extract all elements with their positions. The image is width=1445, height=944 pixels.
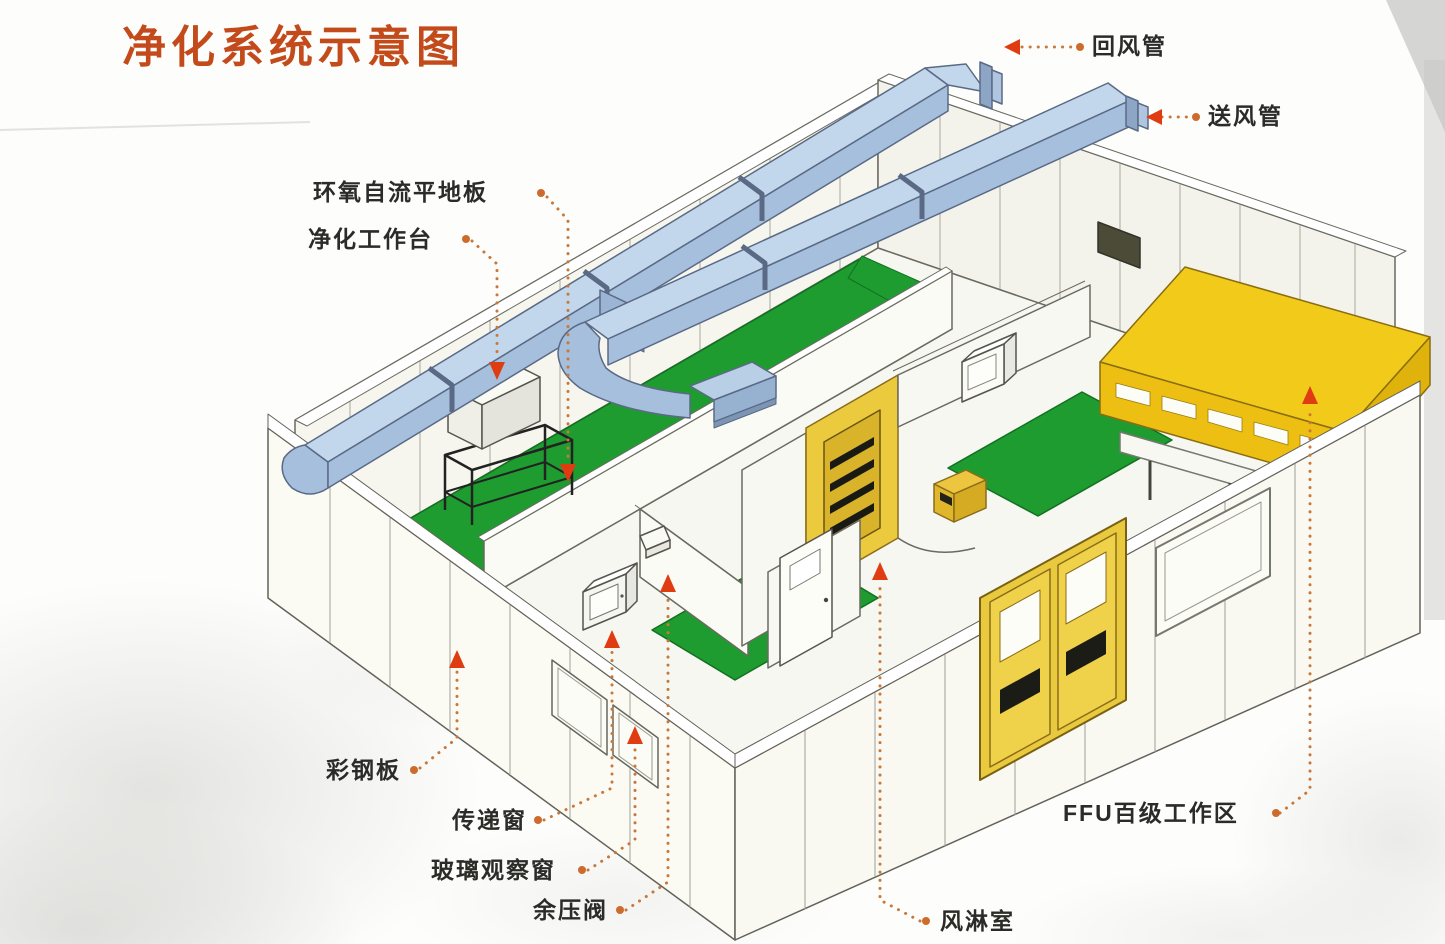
transfer-window-panel	[551, 659, 608, 756]
pressure-valve-box	[639, 525, 671, 559]
label-pressure-relief-valve: 余压阀	[533, 897, 608, 923]
back-wall-vent	[1097, 221, 1141, 269]
yellow-cabinet	[933, 469, 987, 523]
ffu-unit-right	[961, 332, 1017, 403]
ceiling-diffuser	[689, 361, 777, 429]
interior-door	[767, 519, 861, 669]
front-right-wall	[734, 380, 1421, 941]
air-shower-doors	[979, 517, 1127, 781]
pointer-arrows	[449, 39, 1318, 744]
label-epoxy-floor: 环氧自流平地板	[313, 179, 488, 205]
building	[267, 61, 1431, 941]
ffu-unit-front	[582, 562, 638, 631]
observation-window-panel	[612, 704, 659, 789]
supply-duct	[557, 82, 1149, 429]
label-dots	[410, 43, 1280, 925]
label-return-duct: 回风管	[1092, 33, 1167, 59]
side-wall-window	[1155, 487, 1271, 637]
label-transfer-window: 传递窗	[452, 807, 527, 833]
label-color-steel-panel: 彩钢板	[326, 757, 401, 783]
diagram-title: 净化系统示意图	[122, 23, 465, 72]
return-duct	[281, 61, 1003, 495]
label-glass-observation-window: 玻璃观察窗	[431, 857, 556, 883]
label-clean-workbench: 净化工作台	[308, 226, 433, 252]
label-supply-duct: 送风管	[1208, 103, 1283, 129]
leader-lines	[418, 45, 1312, 923]
label-ffu-class100-area: FFU百级工作区	[1063, 800, 1239, 826]
label-air-shower: 风淋室	[940, 908, 1015, 934]
